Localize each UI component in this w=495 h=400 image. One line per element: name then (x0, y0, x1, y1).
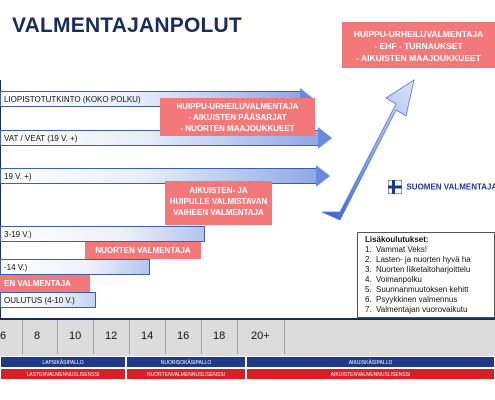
age-tick: 20+ (251, 330, 270, 342)
elite-coach-line3: - AIKUISTEN MAAJOUKKUEET (356, 53, 481, 63)
youth-coach-box: NUORTEN VALMENTAJA (85, 242, 201, 259)
age-tick: 6 (0, 330, 7, 342)
elite-coach-line2: - EHF - TURNAUKSET (374, 41, 463, 51)
license-youth: NUORTENVALMENNUSLISENSSI (126, 368, 246, 380)
adult-coach-box: AIKUISTEN- JA HUIPULLE VALMISTAVAN VAIHE… (165, 181, 272, 225)
age-tick: 8 (34, 330, 41, 342)
tick-divider (57, 320, 58, 354)
logo-text: SUOMEN VALMENTAJAT (406, 182, 495, 192)
suomen-valmentajat-logo: SUOMEN VALMENTAJAT (387, 178, 495, 195)
page-title: VALMENTAJANPOLUT (12, 14, 242, 37)
additional-training-heading: Lisäkoulutukset: (365, 235, 429, 244)
elite-domestic-line2: - AIKUISTEN PÄÄSARJAT (188, 113, 287, 122)
youth-coach-label: NUORTEN VALMENTAJA (95, 246, 191, 255)
path-bar-13-19: 3-19 V.) (0, 226, 205, 242)
phase-adult: AIKUISKÄSIPALLO (246, 356, 495, 368)
list-item: 2.Lasten- ja nuorten hyvä ha (365, 255, 471, 264)
list-item: 7.Valmentajan vuorovaikutu (365, 305, 468, 314)
additional-training-box: Lisäkoulutukset: 1.Vammat Veks! 2.Lasten… (357, 232, 495, 318)
age-axis (0, 318, 495, 358)
list-item: 6.Psyykkinen valmennus (365, 295, 458, 304)
adult-coach-line2: HUIPULLE VALMISTAVAN (169, 197, 268, 206)
elite-coach-box: HUIPPU-URHEILUVALMENTAJA - EHF - TURNAUK… (342, 22, 495, 68)
path-bar-university-label: LIOPISTOTUTKINTO (KOKO POLKU) (4, 95, 141, 104)
tick-divider (129, 320, 130, 354)
license-adult: AIKUISTENVALMENNUSLISENSSI (246, 368, 495, 380)
tick-divider (201, 320, 202, 354)
path-bar-10-14: -14 V.) (0, 259, 150, 275)
age-tick: 18 (213, 330, 226, 342)
path-bar-10-14-label: -14 V.) (4, 263, 28, 272)
list-item: 1.Vammat Veks! (365, 245, 427, 254)
tick-divider (237, 320, 238, 354)
path-bar-13-19-label: 3-19 V.) (4, 230, 32, 239)
elite-domestic-line3: - NUORTEN MAAJOUKKUEET (180, 124, 295, 133)
list-item: 3.Nuorten liiketaitoharjoittelu (365, 265, 471, 274)
tick-divider (22, 320, 23, 354)
path-bar-vat-label: VAT / VEAT (19 V. +) (4, 134, 78, 143)
tick-divider (93, 320, 94, 354)
phase-child: LAPSIKÄSIPALLO (0, 356, 126, 368)
path-bar-vat-arrow (318, 127, 332, 149)
tick-divider (284, 320, 285, 354)
child-coach-box: EN VALMENTAJA (0, 275, 90, 292)
adult-coach-line1: AIKUISTEN- JA (189, 186, 248, 195)
child-coach-label: EN VALMENTAJA (4, 279, 71, 288)
left-guide-line (0, 80, 1, 318)
list-item: 4.Voimanpolku (365, 275, 422, 284)
tick-divider (165, 320, 166, 354)
elite-coach-line1: HUIPPU-URHEILUVALMENTAJA (353, 29, 484, 39)
list-item: 5.Suunnanmuutoksen kehitt (365, 285, 469, 294)
phase-youth: NUORISOKÄSIPALLO (126, 356, 246, 368)
adult-coach-line3: VAIHEEN VALMENTAJA (173, 208, 264, 217)
age-tick: 16 (177, 330, 190, 342)
ehf-mastercoach-label: EHF MASTERCOACH (344, 109, 390, 184)
path-bar-19plus-arrow (316, 165, 330, 187)
age-tick: 10 (69, 330, 82, 342)
elite-domestic-line1: HUIPPU-URHEILUVALMENTAJA (176, 102, 299, 111)
license-child: LASTENVALMENNUSLISENSSI (0, 368, 126, 380)
age-tick: 14 (141, 330, 154, 342)
age-tick: 12 (105, 330, 118, 342)
ehf-mastercoach-arrow: EHF MASTERCOACH (321, 79, 415, 221)
finland-flag-icon (387, 179, 403, 195)
path-bar-4-10: OULUTUS (4-10 V.) (0, 292, 96, 308)
elite-domestic-box: HUIPPU-URHEILUVALMENTAJA - AIKUISTEN PÄÄ… (160, 98, 315, 136)
path-bar-19plus: 19 V. +) (0, 168, 316, 184)
path-bar-19plus-label: 19 V. +) (4, 172, 32, 181)
path-bar-4-10-label: OULUTUS (4-10 V.) (4, 296, 75, 305)
